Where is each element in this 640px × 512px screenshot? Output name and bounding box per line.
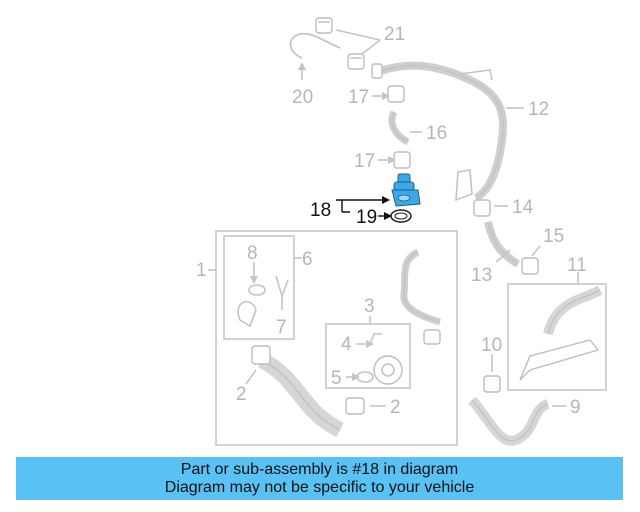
part-21-clamps (315, 17, 381, 70)
callout-3: 3 (364, 296, 375, 317)
callout-18-19-leaders (336, 196, 392, 220)
callout-12: 12 (528, 99, 549, 120)
part-12-pipe (371, 61, 524, 202)
part-17-clamps (372, 85, 411, 169)
coolant-pipe (400, 248, 442, 345)
callout-17b: 17 (354, 151, 375, 172)
part-10-clamp (483, 354, 501, 393)
callout-19: 19 (356, 207, 377, 228)
callout-1: 1 (196, 260, 207, 281)
callout-16: 16 (426, 123, 447, 144)
banner-line-2: Diagram may not be specific to your vehi… (164, 479, 475, 496)
callout-13: 13 (471, 265, 492, 286)
callout-21: 21 (384, 24, 405, 45)
callout-2a: 2 (236, 384, 247, 405)
part-14-clamp (473, 199, 508, 217)
subassembly-box-11 (507, 272, 607, 391)
part-9-hose (468, 396, 566, 446)
callout-6: 6 (302, 249, 313, 270)
callout-14: 14 (512, 197, 534, 218)
callout-2b: 2 (390, 397, 401, 418)
part-16-hose (388, 110, 422, 146)
callout-5: 5 (331, 368, 342, 389)
part-18-outlet (391, 173, 421, 207)
banner-line-1: Part or sub-assembly is #18 in diagram (180, 461, 459, 478)
part-20-hose (289, 32, 341, 80)
callout-15: 15 (543, 226, 564, 247)
callout-4: 4 (341, 334, 352, 355)
callout-18: 18 (310, 200, 331, 221)
part-15-clamp (521, 245, 541, 275)
subassembly-box-3 (325, 316, 411, 389)
part-19-ring (390, 209, 412, 223)
callout-20: 20 (292, 87, 313, 108)
callout-8: 8 (247, 243, 258, 264)
callout-17a: 17 (348, 87, 369, 108)
callout-11: 11 (567, 255, 587, 276)
parts-diagram: 1 2 2 3 4 5 6 7 8 9 10 11 12 13 14 15 16… (196, 17, 607, 446)
callout-9: 9 (570, 397, 581, 418)
callout-10: 10 (481, 335, 502, 356)
callout-7: 7 (276, 317, 287, 338)
info-banner: Part or sub-assembly is #18 in diagram D… (16, 457, 623, 500)
assembly-box-1 (208, 230, 458, 446)
subassembly-box-6 (223, 235, 302, 340)
part-13-hose (484, 221, 521, 268)
part-2-hose (245, 345, 386, 438)
